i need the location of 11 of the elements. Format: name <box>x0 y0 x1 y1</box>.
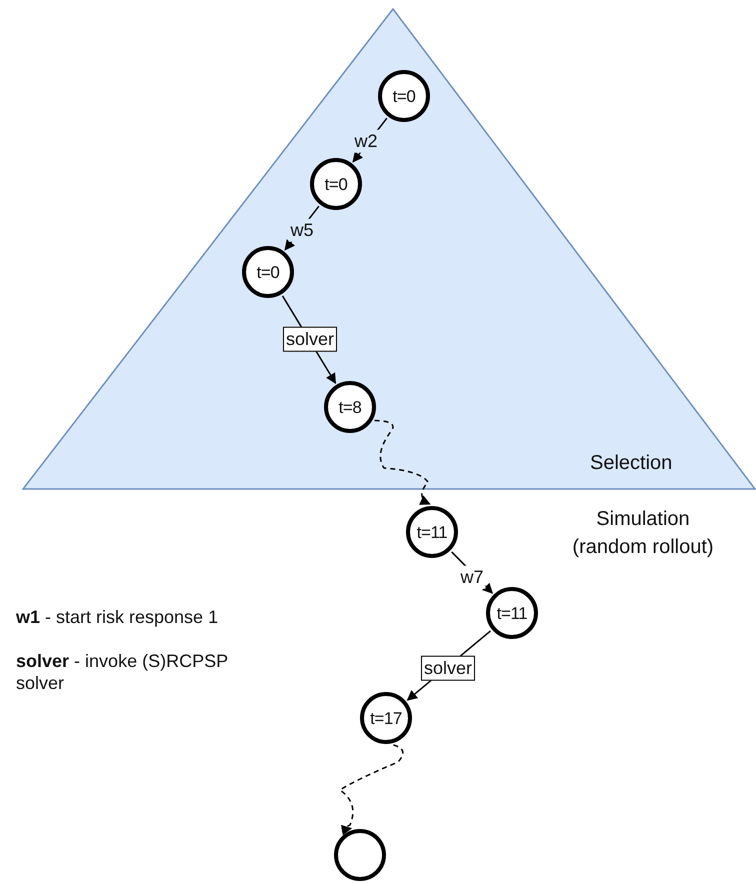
legend-note: solver - invoke (S)RCPSP solver <box>16 650 229 694</box>
legend-note: w1 - start risk response 1 <box>16 606 220 628</box>
edge-label: w5 <box>288 218 316 242</box>
edge-label: w7 <box>458 566 486 588</box>
edge-label: solver <box>283 326 337 352</box>
edge-label: solver <box>421 656 475 680</box>
arrow <box>339 744 404 836</box>
arrow <box>374 420 431 505</box>
phase-label: Simulation (random rollout) <box>571 507 715 560</box>
region-label: Selection <box>590 451 672 476</box>
edge-label: w2 <box>352 130 380 152</box>
